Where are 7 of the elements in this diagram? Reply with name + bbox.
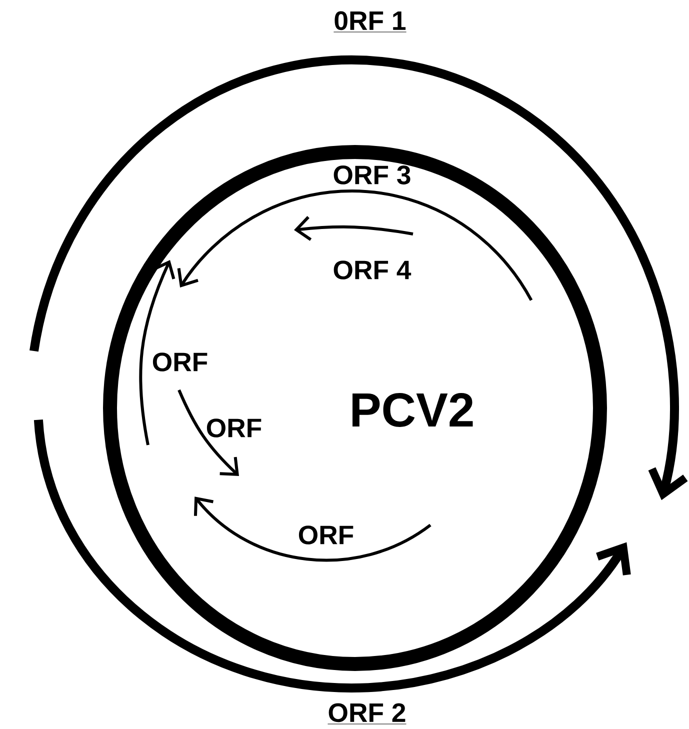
orf-label: 0RF 1 <box>333 11 407 32</box>
orf-label: ORF 2 <box>327 703 407 724</box>
orf-label: ORF 3 <box>334 166 410 184</box>
orf-label: ORF 4 <box>334 260 412 280</box>
orf-label: ORF <box>206 418 262 438</box>
orf-label: ORF <box>298 526 354 544</box>
orf-label: ORF <box>152 352 208 372</box>
